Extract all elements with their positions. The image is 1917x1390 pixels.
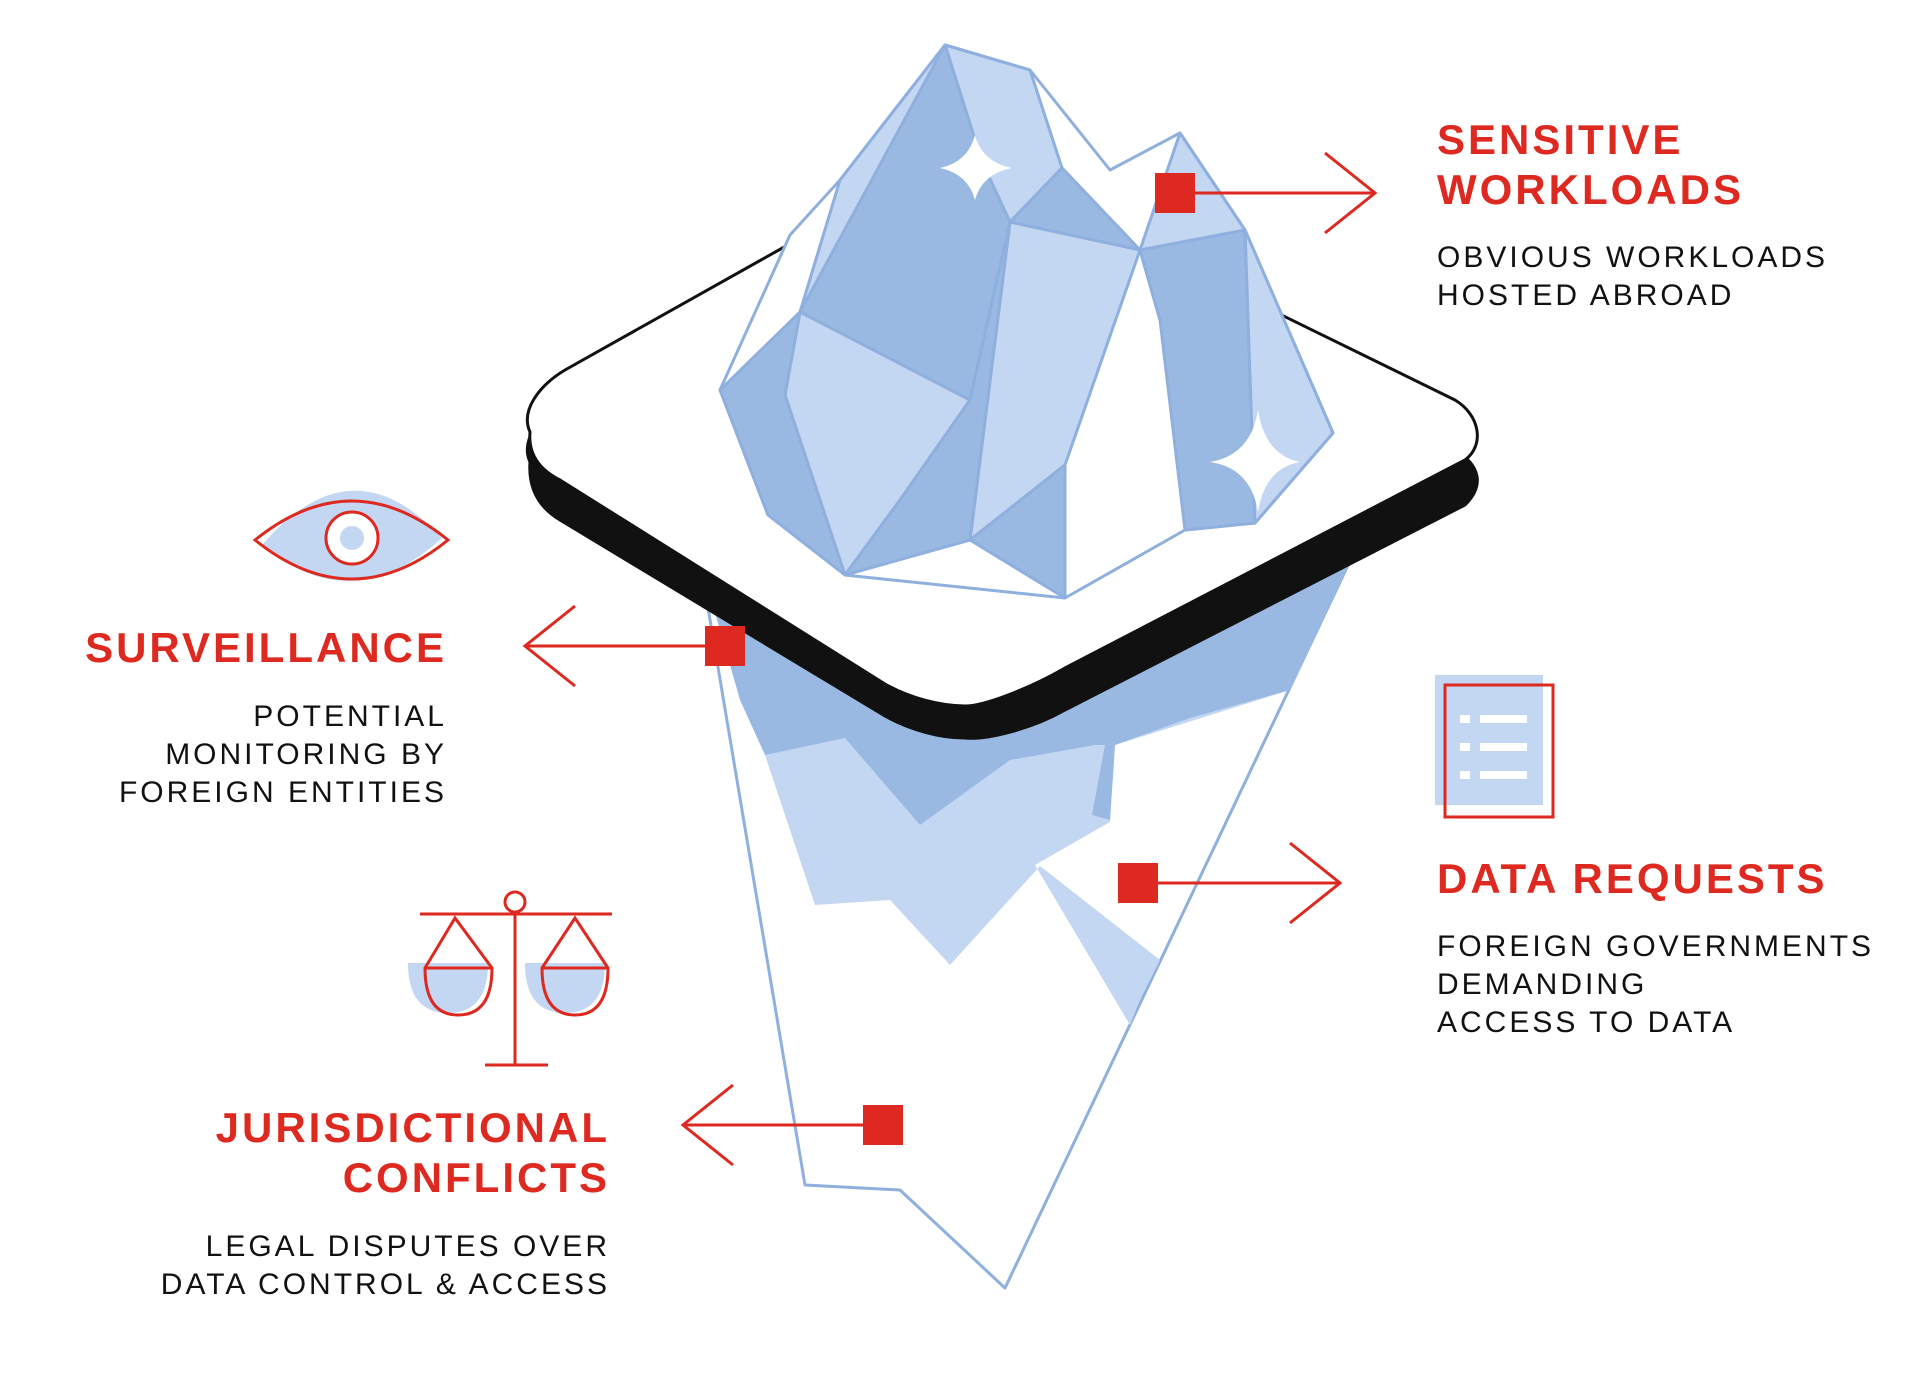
arrow-right-icon <box>1324 151 1378 235</box>
arrow-right-icon <box>1289 841 1343 925</box>
description-line: OBVIOUS WORKLOADS <box>1437 241 1829 274</box>
heading-line: CONFLICTS <box>342 1154 610 1201</box>
description-line: DATA CONTROL & ACCESS <box>160 1268 610 1301</box>
jurisdictional-conflicts-description: LEGAL DISPUTES OVER DATA CONTROL & ACCES… <box>0 1228 610 1304</box>
arrow-left-icon <box>522 604 576 688</box>
connector-jurisdictional-conflicts <box>680 1083 903 1167</box>
surveillance-description: POTENTIAL MONITORING BY FOREIGN ENTITIES <box>0 698 447 812</box>
jurisdictional-conflicts-heading: JURISDICTIONAL CONFLICTS <box>0 1103 610 1203</box>
description-line: POTENTIAL <box>253 700 447 733</box>
heading-line: SURVEILLANCE <box>85 624 447 671</box>
surveillance-heading: SURVEILLANCE <box>0 623 447 673</box>
description-line: DEMANDING <box>1437 968 1648 1001</box>
document-list-icon <box>1435 675 1555 819</box>
description-line: LEGAL DISPUTES OVER <box>205 1230 610 1263</box>
heading-line: JURISDICTIONAL <box>215 1104 610 1151</box>
heading-line: DATA REQUESTS <box>1437 855 1828 902</box>
connector-sensitive-workloads <box>1155 151 1378 235</box>
iceberg-tip <box>718 43 1335 600</box>
heading-line: SENSITIVE <box>1437 116 1684 163</box>
description-line: FOREIGN ENTITIES <box>118 776 447 809</box>
heading-line: WORKLOADS <box>1437 166 1744 213</box>
data-requests-heading: DATA REQUESTS <box>1437 854 1828 904</box>
sparkle-icon <box>940 135 1012 200</box>
connector-data-requests <box>1118 841 1343 925</box>
description-line: FOREIGN GOVERNMENTS <box>1437 930 1875 963</box>
eye-icon <box>252 490 451 581</box>
description-line: ACCESS TO DATA <box>1437 1006 1736 1039</box>
sparkle-icon <box>1210 410 1300 512</box>
sensitive-workloads-heading: SENSITIVE WORKLOADS <box>1437 115 1744 215</box>
sensitive-workloads-description: OBVIOUS WORKLOADS HOSTED ABROAD <box>1437 239 1828 315</box>
description-line: HOSTED ABROAD <box>1437 279 1735 312</box>
arrow-left-icon <box>680 1083 734 1167</box>
scales-icon <box>408 890 612 1067</box>
description-line: MONITORING BY <box>165 738 447 771</box>
connector-surveillance <box>522 604 745 688</box>
data-requests-description: FOREIGN GOVERNMENTS DEMANDING ACCESS TO … <box>1437 928 1874 1042</box>
